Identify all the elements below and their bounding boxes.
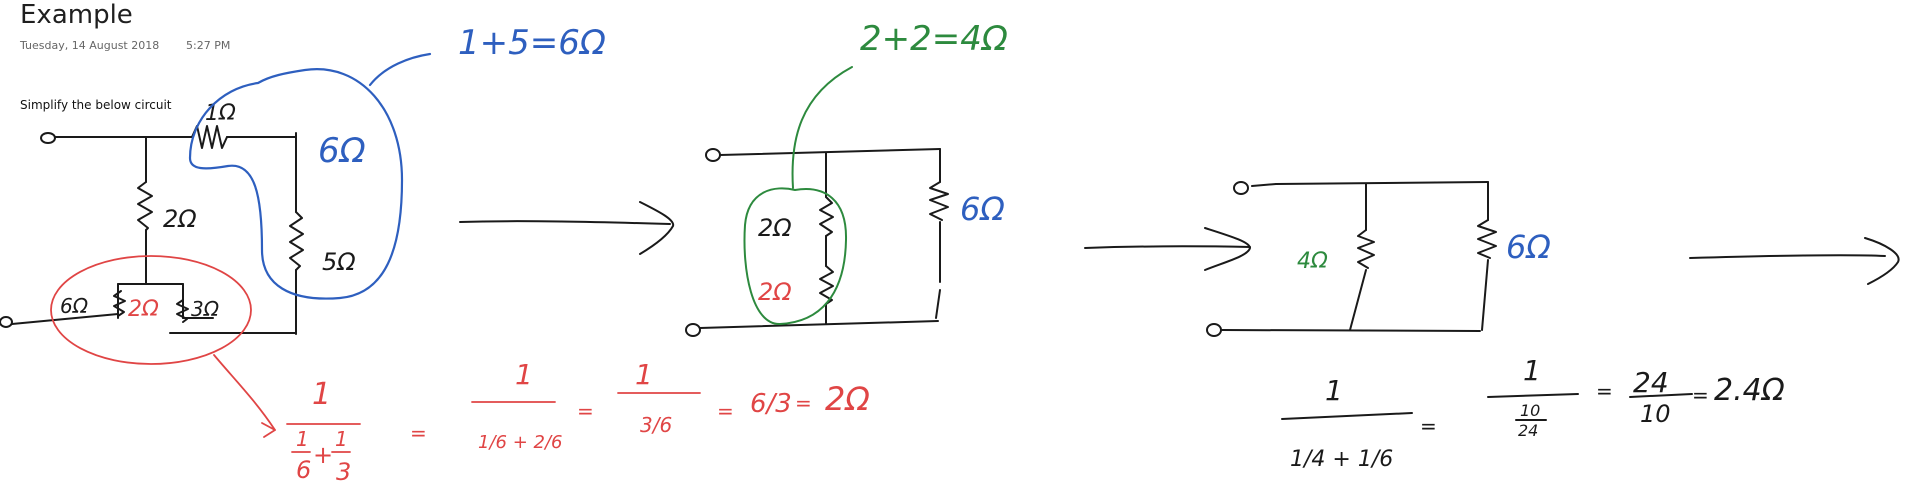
red-eq-1: = xyxy=(410,421,427,445)
black-calculation: 1 1/4 + 1/6 = 1 10 24 = 24 10 = 2.4Ω xyxy=(1281,354,1785,472)
blk-eq-1: = xyxy=(1420,414,1437,438)
label-5ohm: 5Ω xyxy=(322,248,356,276)
blk-eq-2: = xyxy=(1596,379,1613,403)
circuit-2-labels: 2Ω 2Ω 6Ω xyxy=(758,190,1005,306)
red-f3-num: 1 xyxy=(635,358,653,391)
page-date: Tuesday, 14 August 2018 xyxy=(20,39,160,52)
red-result: 2Ω xyxy=(825,380,870,418)
label-c3-6ohm: 6Ω xyxy=(1506,228,1551,266)
blk-f2-num: 1 xyxy=(1523,354,1541,387)
circuit-1-red-annotations: 2Ω xyxy=(50,255,276,438)
label-1ohm: 1Ω xyxy=(205,101,236,126)
red-f1-den-b-den: 3 xyxy=(336,458,351,486)
blk-f2-den-n: 10 xyxy=(1520,401,1540,420)
red-eq-3: = xyxy=(717,399,734,423)
red-f3-den: 3/6 xyxy=(640,413,672,437)
note-text[interactable]: Simplify the below circuit xyxy=(20,98,172,112)
circuit-1-blue-annotations: 1+5=6Ω 6Ω xyxy=(188,23,606,300)
red-f2-num: 1 xyxy=(515,358,533,391)
red-eq-4: = xyxy=(795,391,812,415)
label-c2-2ohm-bottom: 2Ω xyxy=(758,278,792,306)
blk-result: 2.4Ω xyxy=(1714,373,1785,408)
circuit-1-wires xyxy=(0,125,304,335)
circuit-3-labels: 4Ω 6Ω xyxy=(1297,228,1551,274)
label-blue-6ohm: 6Ω xyxy=(318,131,366,171)
arrow-1 xyxy=(459,201,675,255)
label-red-2ohm: 2Ω xyxy=(128,297,159,322)
blk-eq-3: = xyxy=(1692,383,1709,407)
arrow-3 xyxy=(1689,237,1900,285)
label-blue-sum: 1+5=6Ω xyxy=(458,23,606,63)
label-6ohm: 6Ω xyxy=(60,294,89,318)
blk-f3-d: 10 xyxy=(1640,400,1671,428)
red-f1-plus: + xyxy=(313,441,333,469)
red-f1-den-b: 1 xyxy=(335,427,348,451)
circuit-1-labels: 1Ω 2Ω 5Ω 6Ω 3Ω xyxy=(60,101,356,321)
red-f1-den-a: 1 xyxy=(296,427,309,451)
label-3ohm: 3Ω xyxy=(191,297,220,321)
label-c2-6ohm: 6Ω xyxy=(960,190,1005,228)
red-eq-2: = xyxy=(577,399,594,423)
circuit-3-wires xyxy=(1206,181,1497,337)
red-f1-den-a-den: 6 xyxy=(296,456,311,484)
label-green-sum: 2+2=4Ω xyxy=(860,19,1008,59)
red-f4: 6/3 xyxy=(750,389,792,419)
red-f1-num: 1 xyxy=(312,377,331,412)
blk-f3-n: 24 xyxy=(1633,366,1669,399)
arrow-2 xyxy=(1084,227,1251,271)
circuit-2-green-annotations: 2+2=4Ω xyxy=(743,19,1008,326)
red-calculation: 1 1 6 + 1 3 = 1 1/6 + 2/6 = 1 3/6 = 6/3 … xyxy=(286,358,870,486)
label-2ohm: 2Ω xyxy=(163,205,197,233)
page-title: Example xyxy=(20,0,133,30)
red-f2-den: 1/6 + 2/6 xyxy=(478,432,562,453)
blk-f2-den-d: 24 xyxy=(1518,421,1538,440)
label-c3-4ohm: 4Ω xyxy=(1297,249,1328,274)
label-c2-2ohm-top: 2Ω xyxy=(758,214,792,242)
blk-f1-den: 1/4 + 1/6 xyxy=(1290,447,1393,472)
page-time: 5:27 PM xyxy=(186,39,231,52)
circuit-2-wires xyxy=(685,148,949,337)
blk-f1-num: 1 xyxy=(1325,374,1343,407)
